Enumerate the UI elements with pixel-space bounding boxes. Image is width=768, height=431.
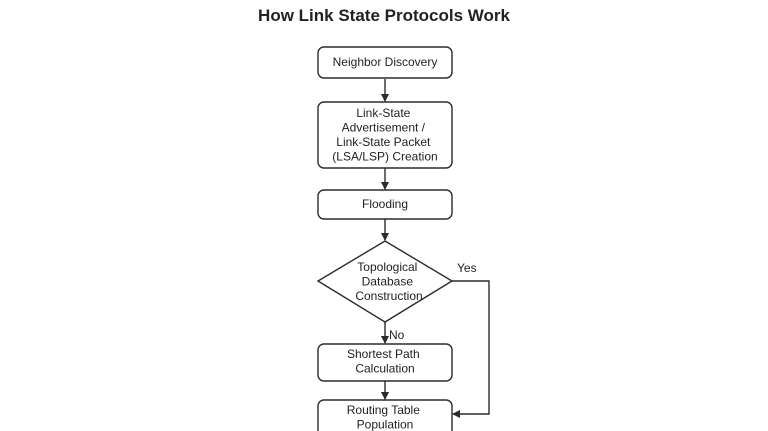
node-flooding-label: Flooding (362, 197, 408, 211)
diagram-title: How Link State Protocols Work (258, 6, 510, 25)
node-neighbor-discovery: Neighbor Discovery (317, 46, 453, 79)
edge-label-no: No (389, 328, 405, 342)
node-spf-label: Shortest Path Calculation (347, 347, 423, 376)
node-flooding: Flooding (317, 189, 453, 220)
node-neighbor-label: Neighbor Discovery (333, 55, 438, 69)
node-shortest-path: Shortest Path Calculation (317, 343, 453, 382)
node-lsa-creation: Link-State Advertisement / Link-State Pa… (317, 101, 453, 169)
node-routing-table: Routing Table Population (317, 399, 453, 431)
node-lsa-label: Link-State Advertisement / Link-State Pa… (332, 106, 437, 164)
edge-label-yes: Yes (457, 261, 477, 275)
node-topological-database: Topological Database Construction (316, 240, 454, 323)
node-routing-label: Routing Table Population (347, 403, 424, 431)
node-topology-label: Topological Database Construction (355, 260, 422, 303)
edge-topology-yes-to-routing (452, 280, 490, 418)
